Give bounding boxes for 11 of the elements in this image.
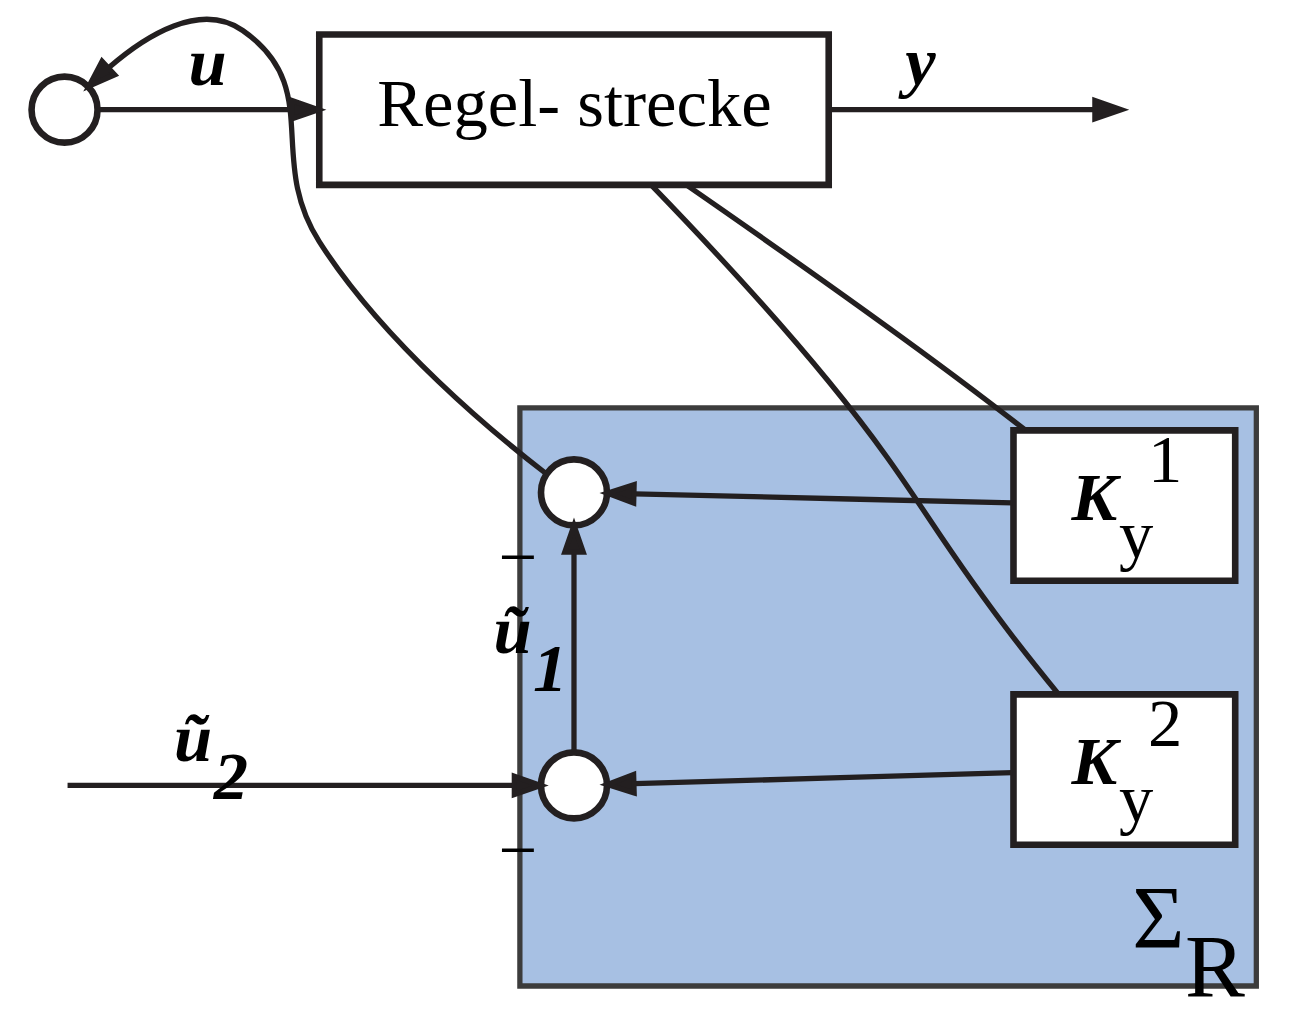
arrow xyxy=(599,480,1013,507)
node-box: Regel- strecke xyxy=(315,31,832,189)
node-circle xyxy=(537,456,610,529)
arrow xyxy=(82,16,548,476)
edge-label: u xyxy=(188,24,227,101)
node-circle xyxy=(27,73,101,146)
arrow xyxy=(97,96,326,123)
arrow xyxy=(67,772,549,799)
node-circle xyxy=(537,749,610,822)
arrow xyxy=(560,517,587,752)
arrow xyxy=(599,770,1013,797)
